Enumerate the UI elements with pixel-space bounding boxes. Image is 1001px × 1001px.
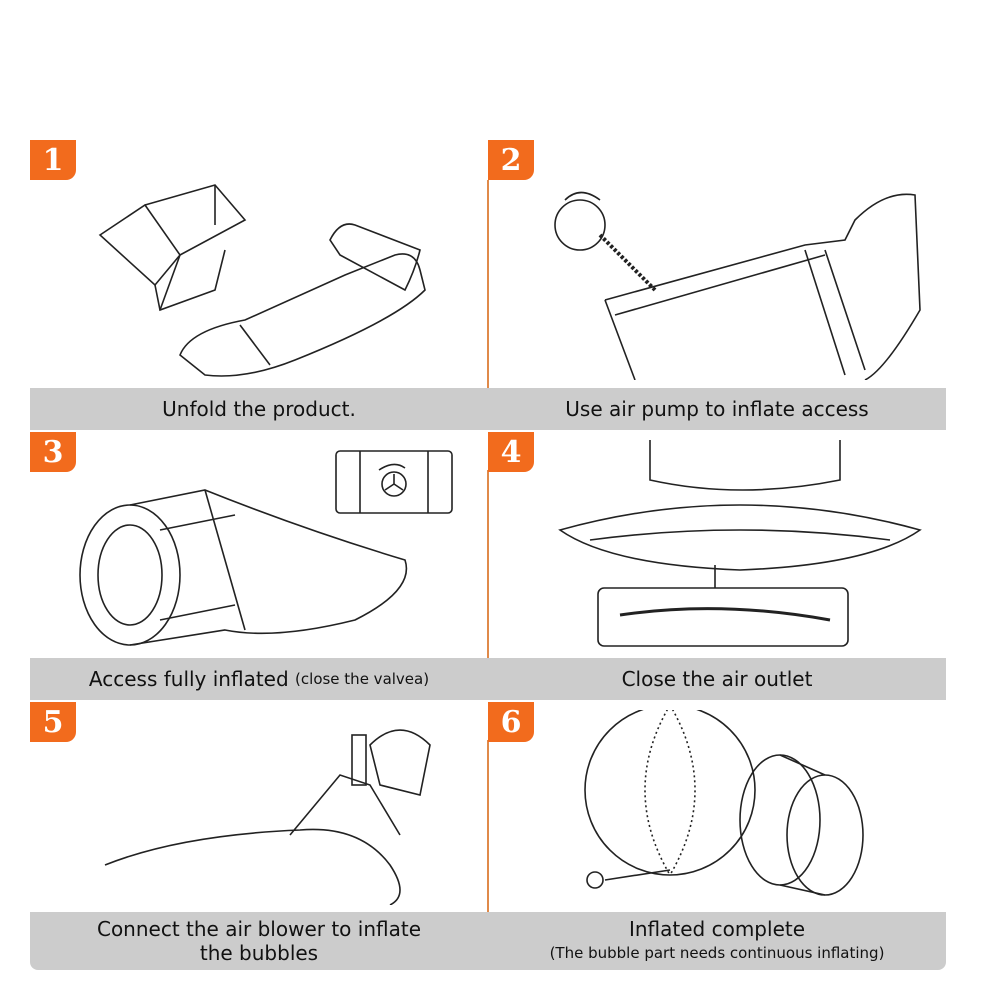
step-6-badge: 6	[488, 702, 534, 742]
connect-air-blower-illustration	[104, 729, 431, 905]
column-divider	[487, 740, 489, 912]
step-4-caption: Close the air outlet	[621, 667, 813, 691]
step-6-note: (The bubble part needs continuous inflat…	[549, 944, 885, 962]
step-3-badge: 3	[30, 432, 76, 472]
column-divider	[487, 470, 489, 658]
column-divider	[487, 180, 489, 388]
step-2-caption: Use air pump to inflate access	[565, 397, 869, 421]
step-2-badge: 2	[488, 140, 534, 180]
step-5-badge: 5	[30, 702, 76, 742]
step-6-caption: Inflated complete	[628, 917, 806, 941]
step-1-badge: 1	[30, 140, 76, 180]
caption-bar-row-3: Connect the air blower to inflate the bu…	[30, 912, 946, 970]
caption-bar-row-1: Unfold the product. Use air pump to infl…	[30, 388, 946, 430]
step-3-note: (close the valvea)	[295, 670, 430, 688]
box-and-folded-product-illustration	[98, 184, 426, 377]
caption-bar-row-2: Access fully inflated (close the valvea)…	[30, 658, 946, 700]
valve-inset-icon	[335, 450, 453, 514]
air-pump-inflating-illustration	[554, 191, 921, 380]
step-1-caption: Unfold the product.	[162, 397, 356, 421]
step-5-caption-group: Connect the air blower to inflate the bu…	[30, 912, 488, 970]
step-5-caption: Connect the air blower to inflate	[96, 917, 422, 941]
step-3-caption: Access fully inflated	[88, 667, 289, 691]
access-tunnel-inflated-illustration	[79, 489, 408, 646]
step-4-badge: 4	[488, 432, 534, 472]
step-5-caption-line2: the bubbles	[199, 941, 319, 965]
step-3-caption-group: Access fully inflated (close the valvea)	[30, 658, 488, 700]
step-6-caption-group: Inflated complete (The bubble part needs…	[488, 912, 946, 970]
inflated-bubble-complete-illustration	[584, 710, 864, 896]
close-air-outlet-illustration	[558, 440, 922, 647]
